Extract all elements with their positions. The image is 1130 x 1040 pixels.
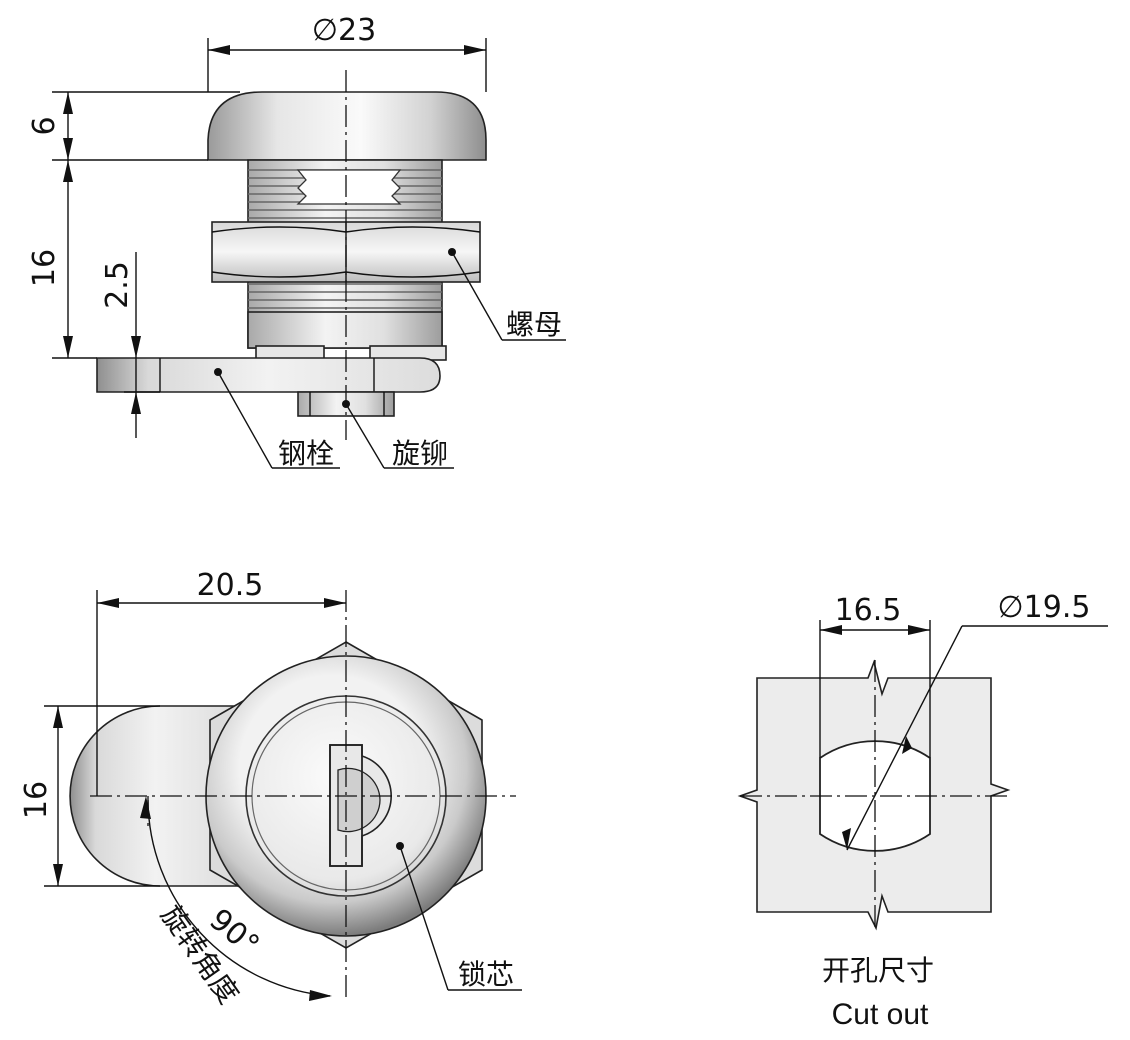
label-cam: 钢栓 [278,437,334,470]
label-rivet: 旋铆 [392,437,448,470]
front-view: 20.5 16 90° 旋转角度 锁芯 [19,568,522,1010]
caption-cn: 开孔尺寸 [822,954,934,987]
cutout-view: 16.5 ∅19.5 开孔尺寸 Cut out [737,590,1108,1031]
dim-front-height: 16 [19,781,54,819]
threads [248,169,442,309]
dim-cam-thickness: 2.5 [100,261,135,309]
thread-slot [296,169,402,205]
side-view: ∅23 6 16 2.5 螺母 钢栓 旋铆 [27,13,566,470]
label-core: 锁芯 [458,958,514,991]
cam-plate [96,357,441,393]
dim-head-diameter: ∅23 [312,13,376,48]
body-shoulder [247,311,443,349]
dim-front-width: 20.5 [197,568,264,603]
caption-en: Cut out [832,998,929,1031]
label-nut: 螺母 [506,308,562,341]
dim-cutout-flat: 16.5 [835,593,902,628]
dim-head-height: 6 [27,116,62,135]
dim-body-height: 16 [27,249,62,287]
dim-cutout-diameter: ∅19.5 [998,590,1091,625]
lock-head [207,91,487,161]
